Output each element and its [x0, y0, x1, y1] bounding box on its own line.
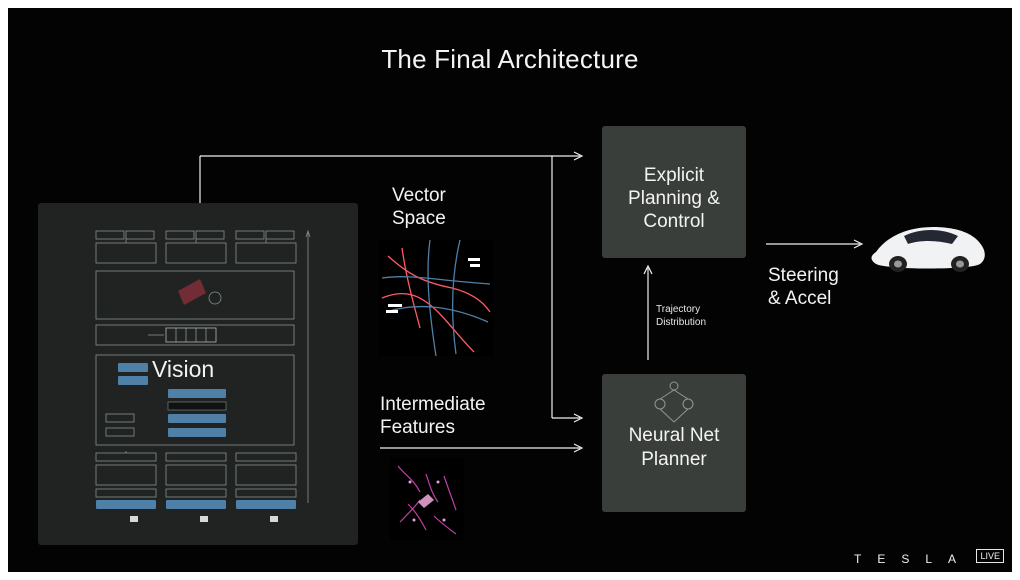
neural-net-planner-node: Neural Net Planner	[602, 374, 746, 512]
planning-line-1: Explicit	[643, 165, 705, 186]
explicit-planning-control-node: Explicit Planning & Control	[602, 126, 746, 258]
planner-line-2: Planner	[641, 449, 707, 470]
planner-line-1: Neural Net	[628, 425, 720, 446]
trajectory-label-line-2: Distribution	[656, 317, 707, 328]
vector-space-label-line-2: Space	[392, 208, 446, 229]
feature-cloud-icon	[390, 458, 464, 540]
tesla-logo-text: TESLA	[853, 552, 972, 566]
trajectory-label-line-1: Trajectory	[656, 304, 701, 315]
intermediate-features-line-1: Intermediate	[380, 394, 486, 415]
architecture-connections	[199, 151, 864, 453]
vision-architecture-panel	[38, 203, 358, 545]
planning-line-2: Planning &	[628, 188, 720, 209]
steering-label-line-1: Steering	[768, 265, 839, 286]
car-icon	[871, 227, 985, 272]
planning-line-3: Control	[643, 211, 705, 232]
live-badge: LIVE	[976, 549, 1004, 563]
planner-network-icon	[654, 381, 694, 423]
slide-title: The Final Architecture	[381, 44, 639, 74]
intermediate-features-line-2: Features	[380, 417, 455, 438]
vector-space-label-line-1: Vector	[392, 185, 446, 206]
vector-space-icon	[378, 240, 494, 356]
vision-schematic	[95, 229, 311, 522]
steering-label-line-2: & Accel	[768, 288, 832, 309]
slide: The Final Architecture	[8, 8, 1012, 572]
vision-label: Vision	[152, 356, 215, 382]
